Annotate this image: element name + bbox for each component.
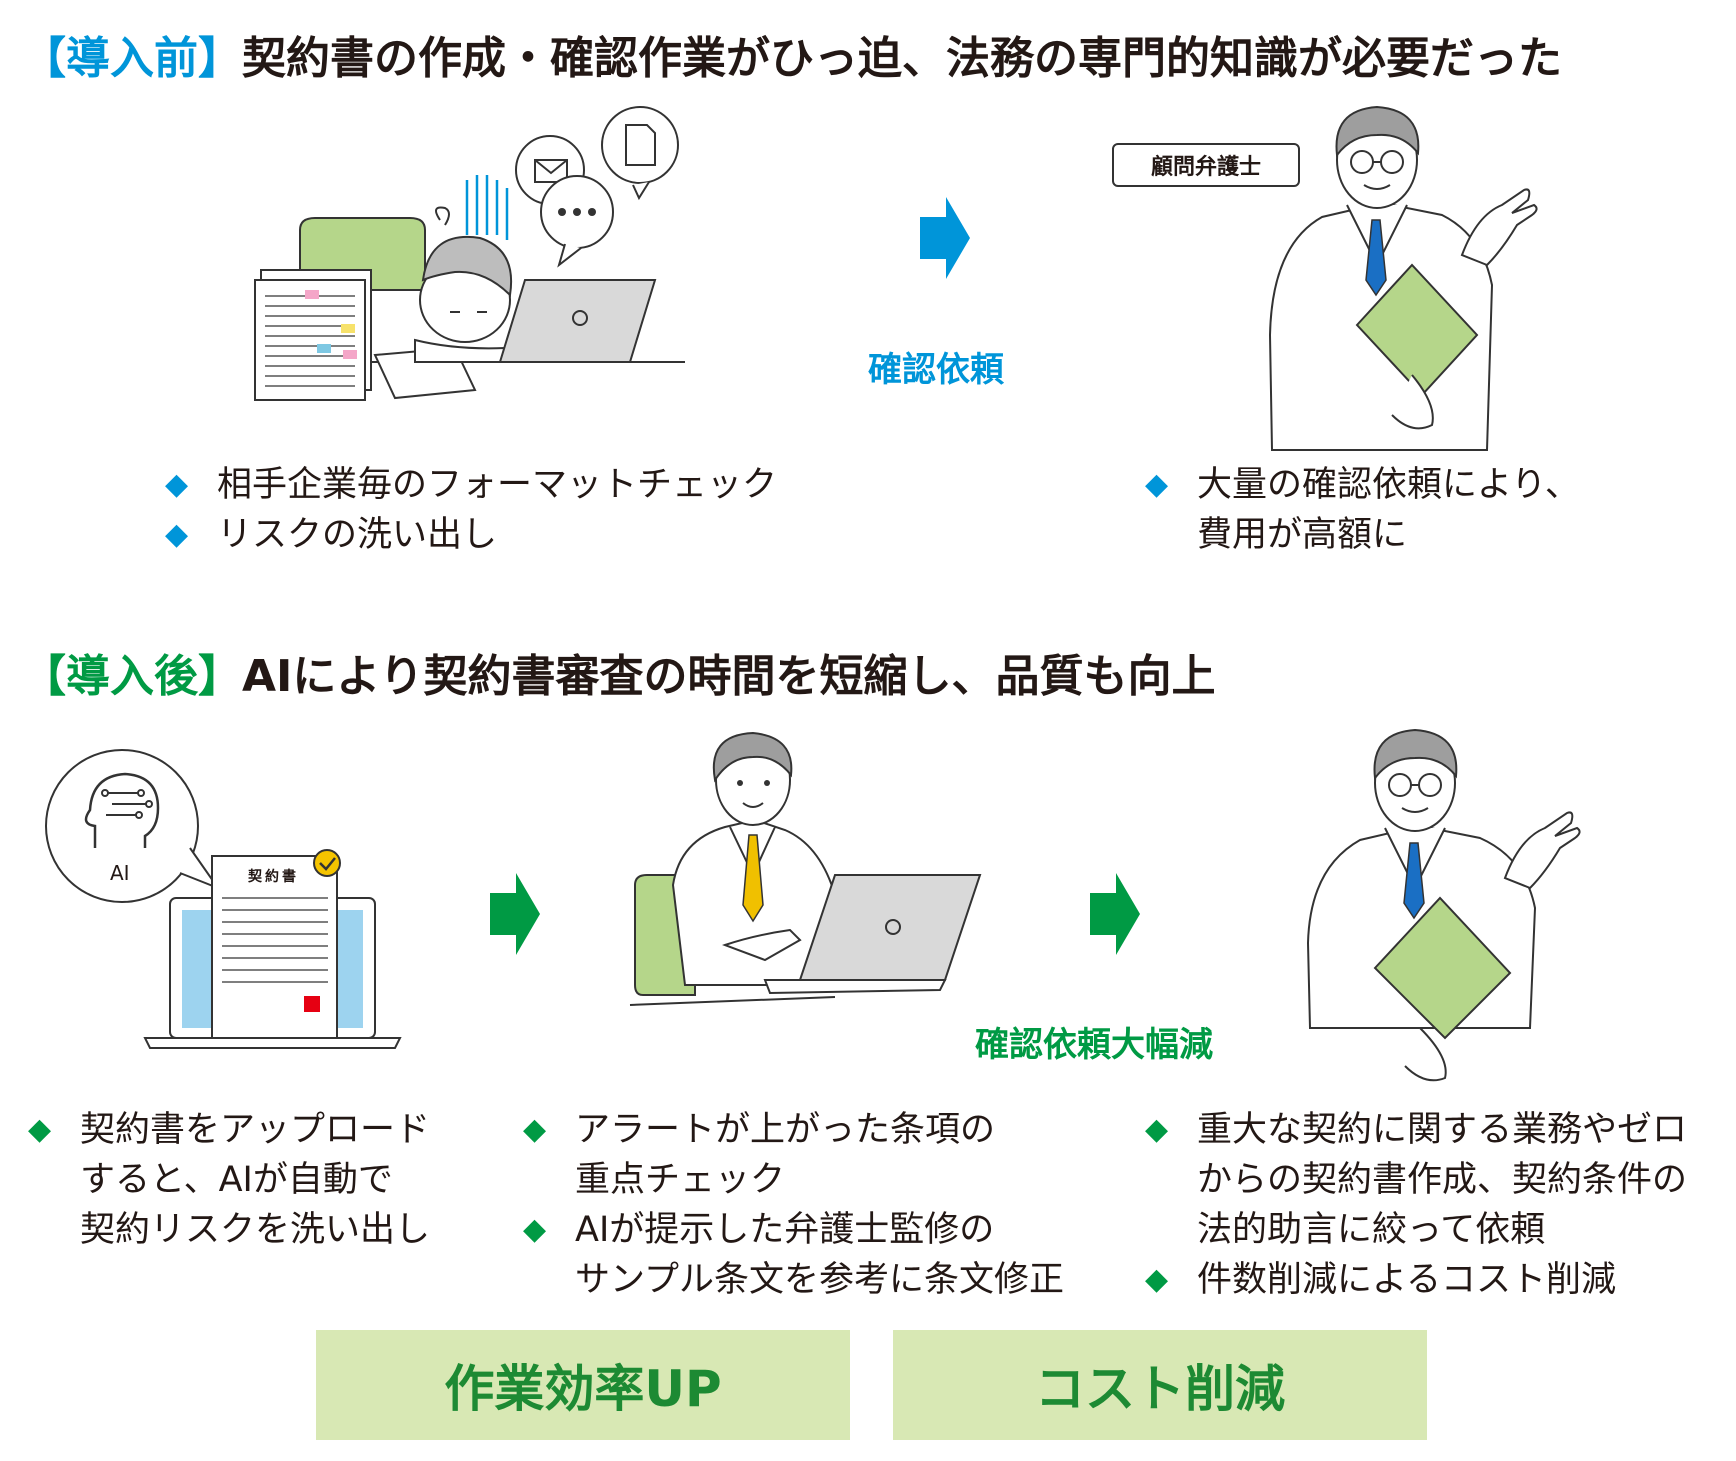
check-icon [313,849,341,877]
overworked-person-illustration [254,106,685,401]
list-item: ◆ 相手企業毎のフォーマットチェック [165,460,777,510]
before-left-bullets: ◆ 相手企業毎のフォーマットチェック ◆ リスクの洗い出し [165,460,777,560]
bullet-continuation: 重点チェック [575,1160,786,1200]
after-bracket: 【導入後】 [22,651,242,702]
ai-laptop-illustration [45,749,402,1049]
after-arrow-label: 確認依頼大幅減 [975,1025,1213,1065]
bullet-text: 契約書をアップロード [80,1110,431,1150]
lawyer-tag: 顧問弁護士 [1112,143,1300,187]
bullet-continuation: 費用が高額に [1197,515,1408,555]
diamond-icon: ◆ [1145,1112,1169,1147]
list-item: ◆ 重大な契約に関する業務やゼロ [1145,1105,1687,1155]
before-title: 契約書の作成・確認作業がひっ迫、法務の専門的知識が必要だった [242,33,1562,84]
bullet-continuation: 契約リスクを洗い出し [80,1210,431,1250]
bullet-text: 重大な契約に関する業務やゼロ [1197,1110,1688,1150]
folder-icon [1373,896,1512,1040]
diamond-icon: ◆ [523,1212,547,1247]
laptop-icon [763,874,982,995]
after-title: AIにより契約書審査の時間を短縮し、品質も向上 [242,651,1216,702]
effect-label: 作業効率UP [444,1360,722,1418]
bullet-continuation: サンプル条文を参考に条文修正 [575,1260,1064,1300]
right-arrow-icon [920,197,970,279]
bullet-text: 大量の確認依頼により、 [1197,465,1580,505]
paper-stack-icon [254,269,372,401]
working-person-illustration [629,731,982,1006]
before-arrow-label: 確認依頼 [868,350,1004,390]
effect-label: コスト削減 [1035,1360,1285,1418]
ai-head-bubble-icon [45,749,221,903]
list-item: ◆ 契約書をアップロード [28,1105,430,1155]
after-col3-bullets: ◆ 重大な契約に関する業務やゼロ からの契約書作成、契約条件の 法的助言に絞って… [1145,1105,1687,1305]
folder-icon [1355,263,1479,397]
diamond-icon: ◆ [523,1112,547,1147]
right-arrow-icon [1090,873,1140,955]
right-arrow-icon [490,873,540,955]
bullet-text: 件数削減によるコスト削減 [1197,1260,1616,1300]
bullet-text: アラートが上がった条項の [575,1110,996,1150]
list-item: ◆ リスクの洗い出し [165,510,777,560]
diamond-icon: ◆ [28,1112,52,1147]
after-heading: 【導入後】AIにより契約書審査の時間を短縮し、品質も向上 [22,640,1216,704]
ai-label: AI [110,861,130,885]
diamond-icon: ◆ [165,467,189,502]
stress-lines-icon [465,175,509,240]
bullet-continuation: からの契約書作成、契約条件の [1197,1160,1688,1200]
list-item: ◆ 大量の確認依頼により、 [1145,460,1580,510]
effect-cost-box: コスト削減 [893,1330,1427,1440]
document-bubble-icon [601,106,679,201]
before-heading: 【導入前】契約書の作成・確認作業がひっ迫、法務の専門的知識が必要だった [22,22,1562,86]
contract-document-icon [211,855,338,1039]
bullet-text: AIが提示した弁護士監修の [575,1210,995,1250]
diamond-icon: ◆ [1145,467,1169,502]
diamond-icon: ◆ [165,517,189,552]
bullet-text: リスクの洗い出し [217,515,498,555]
lawyer-illustration [1306,728,1581,1082]
bullet-continuation: 法的助言に絞って依頼 [1197,1210,1546,1250]
effect-efficiency-box: 作業効率UP [316,1330,850,1440]
list-item: ◆ 件数削減によるコスト削減 [1145,1255,1687,1305]
after-col2-bullets: ◆ アラートが上がった条項の 重点チェック ◆ AIが提示した弁護士監修の サン… [523,1105,1064,1305]
bullet-continuation: すると、AIが自動で [80,1160,393,1200]
list-item: ◆ AIが提示した弁護士監修の [523,1205,1064,1255]
laptop-icon [498,279,657,363]
before-right-bullets: ◆ 大量の確認依頼により、 費用が高額に [1145,460,1580,560]
list-item: ◆ アラートが上がった条項の [523,1105,1064,1155]
bullet-text: 相手企業毎のフォーマットチェック [217,465,778,505]
doc-title: 契約書 [248,869,299,885]
chat-bubble-icon [540,175,614,268]
lawyer-tag-label: 顧問弁護士 [1150,155,1261,180]
after-col1-bullets: ◆ 契約書をアップロード すると、AIが自動で 契約リスクを洗い出し [28,1105,430,1255]
lawyer-illustration [1268,105,1538,451]
diamond-icon: ◆ [1145,1262,1169,1297]
before-bracket: 【導入前】 [22,33,242,84]
